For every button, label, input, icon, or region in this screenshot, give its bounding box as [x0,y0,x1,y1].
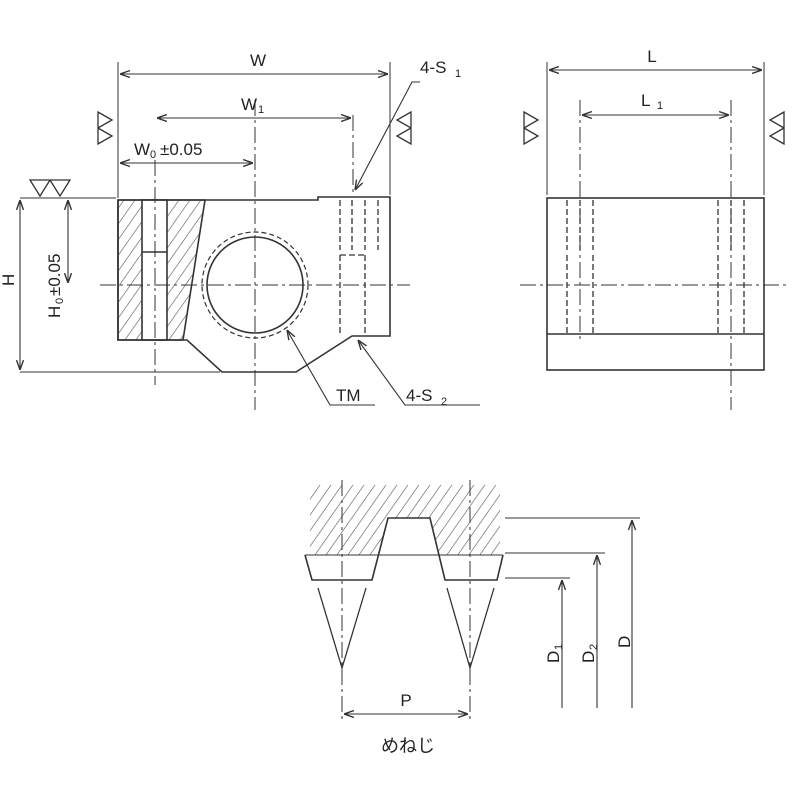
side-view-labels: L L 1 [641,47,663,112]
front-centerlines [100,100,410,410]
thread-detail [304,480,640,720]
label-H0-group: H 0 ±0.05 [45,254,66,318]
datum-marks-side [523,110,785,146]
tap-holes-s1 [339,200,379,250]
label-D1: D [544,651,563,663]
thread-caption: めねじ [381,736,435,757]
leader-TM [287,330,375,406]
label-TM: TM [336,386,361,405]
label-W: W [250,51,266,70]
label-S1-sub: 1 [455,68,461,80]
label-S1: 4-S [420,58,446,77]
datum-marks-front [28,110,412,198]
leader-S2 [358,340,480,406]
side-view [520,62,790,410]
label-D2: D [579,651,598,663]
front-view [20,62,480,410]
label-S2-sub: 2 [441,396,447,408]
label-S2: 4-S [406,386,432,405]
label-D1-sub: 1 [553,644,565,650]
label-L: L [647,47,656,66]
label-D: D [615,636,634,648]
label-W0-sub: 0 [150,149,156,161]
thread-hatch [310,485,500,555]
label-H0-tol: ±0.05 [45,254,64,296]
tap-holes-s2 [339,254,366,336]
front-outline [117,196,391,373]
label-H0: H [45,306,64,318]
front-view-labels: W W 1 W 0 ±0.05 4-S 1 TM 4-S 2 H H 0 ±0.… [0,51,461,408]
label-W1-sub: 1 [258,104,264,116]
label-D2-sub: 2 [588,644,600,650]
label-W0-tol: ±0.05 [160,140,202,159]
label-P: P [400,691,411,710]
thread-profile [304,517,504,581]
side-outline [546,197,765,371]
label-H0-sub: 0 [54,298,66,304]
label-L1-sub: 1 [657,100,663,112]
label-H: H [0,274,18,286]
label-W0: W [134,140,150,159]
thread-teeth [317,587,495,671]
leader-S1 [355,81,420,190]
thread-labels: P D 1 D 2 D めねじ [381,636,634,757]
label-W1: W [241,95,257,114]
label-L1: L [641,91,650,110]
